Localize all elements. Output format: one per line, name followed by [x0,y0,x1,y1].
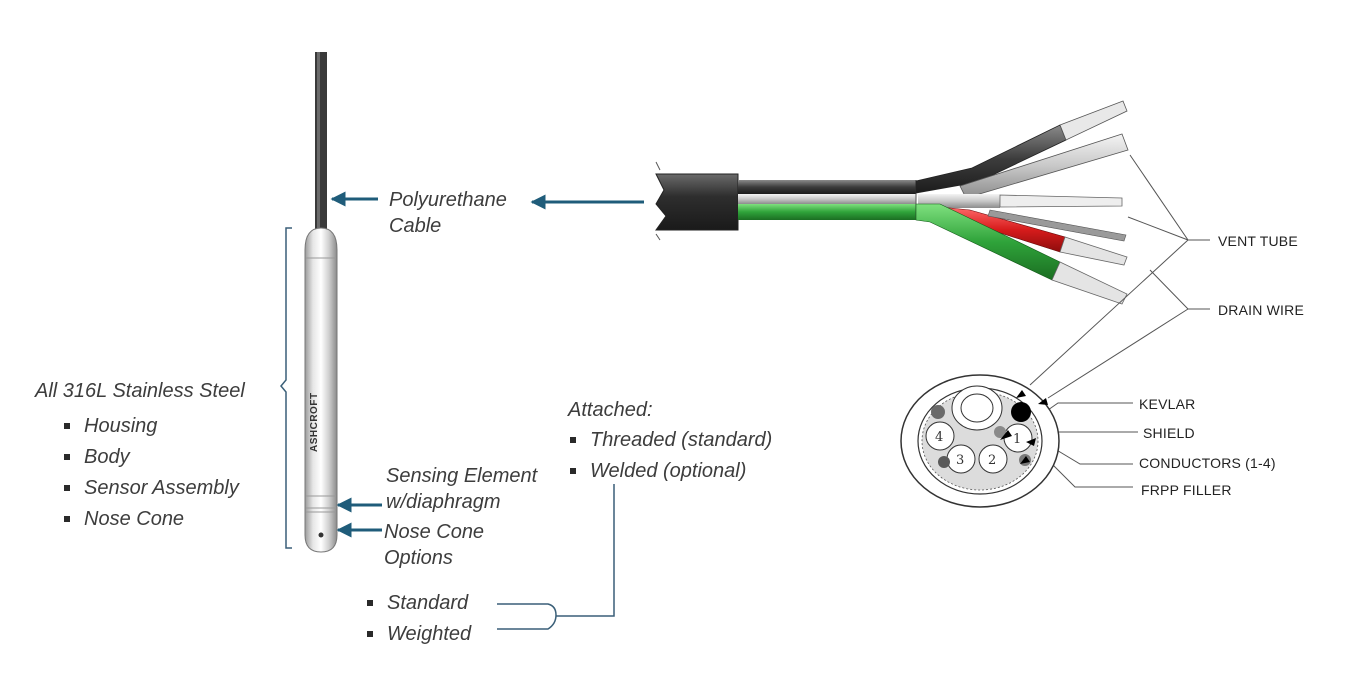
conductor-number: 1 [1013,432,1021,447]
attached-title: Attached: [568,399,653,421]
steel-title: All 316L Stainless Steel [35,380,245,402]
steel-item: Sensor Assembly [64,477,239,499]
cone-option: Weighted [366,623,472,645]
cable-label-line2: Cable [389,215,442,237]
steel-item: Nose Cone [63,508,185,530]
vent-tube-label: VENT TUBE [1218,233,1298,249]
drain-wire-label: DRAIN WIRE [1218,302,1304,318]
attached-item: Welded (optional) [569,460,747,482]
steel-bracket [280,227,292,549]
attached-item: Threaded (standard) [569,429,773,451]
sensing-label-line1: Sensing Element [386,465,538,487]
cable-side-view [655,100,1129,305]
probe-cable [315,52,327,237]
conductors-label: CONDUCTORS (1-4) [1139,455,1276,471]
conductor-number: 3 [956,453,964,468]
conductor-number: 4 [935,430,943,445]
kevlar-label: KEVLAR [1139,396,1196,412]
steel-item: Housing [63,415,158,437]
leader-lines [1025,154,1210,488]
shield-label: SHIELD [1143,425,1195,441]
brand-logo: ASHCROFT [309,392,320,452]
cable-label-line1: Polyurethane [389,189,507,211]
nose-cone-label-line2: Options [384,547,453,569]
transducer-probe [304,52,338,553]
steel-item: Body [64,446,130,468]
cone-option: Standard [366,592,469,614]
cable-jacket [655,173,739,231]
nose-cone-label-line1: Nose Cone [384,521,485,543]
frpp-filler-label: FRPP FILLER [1141,482,1232,498]
options-bracket [497,484,615,630]
conductor-number: 2 [988,453,996,468]
probe-nose-hole [318,532,324,538]
probe-housing [304,227,338,553]
cable-cross-section: 1 2 3 4 [900,374,1060,508]
sensing-label-line2: w/diaphragm [386,491,501,513]
